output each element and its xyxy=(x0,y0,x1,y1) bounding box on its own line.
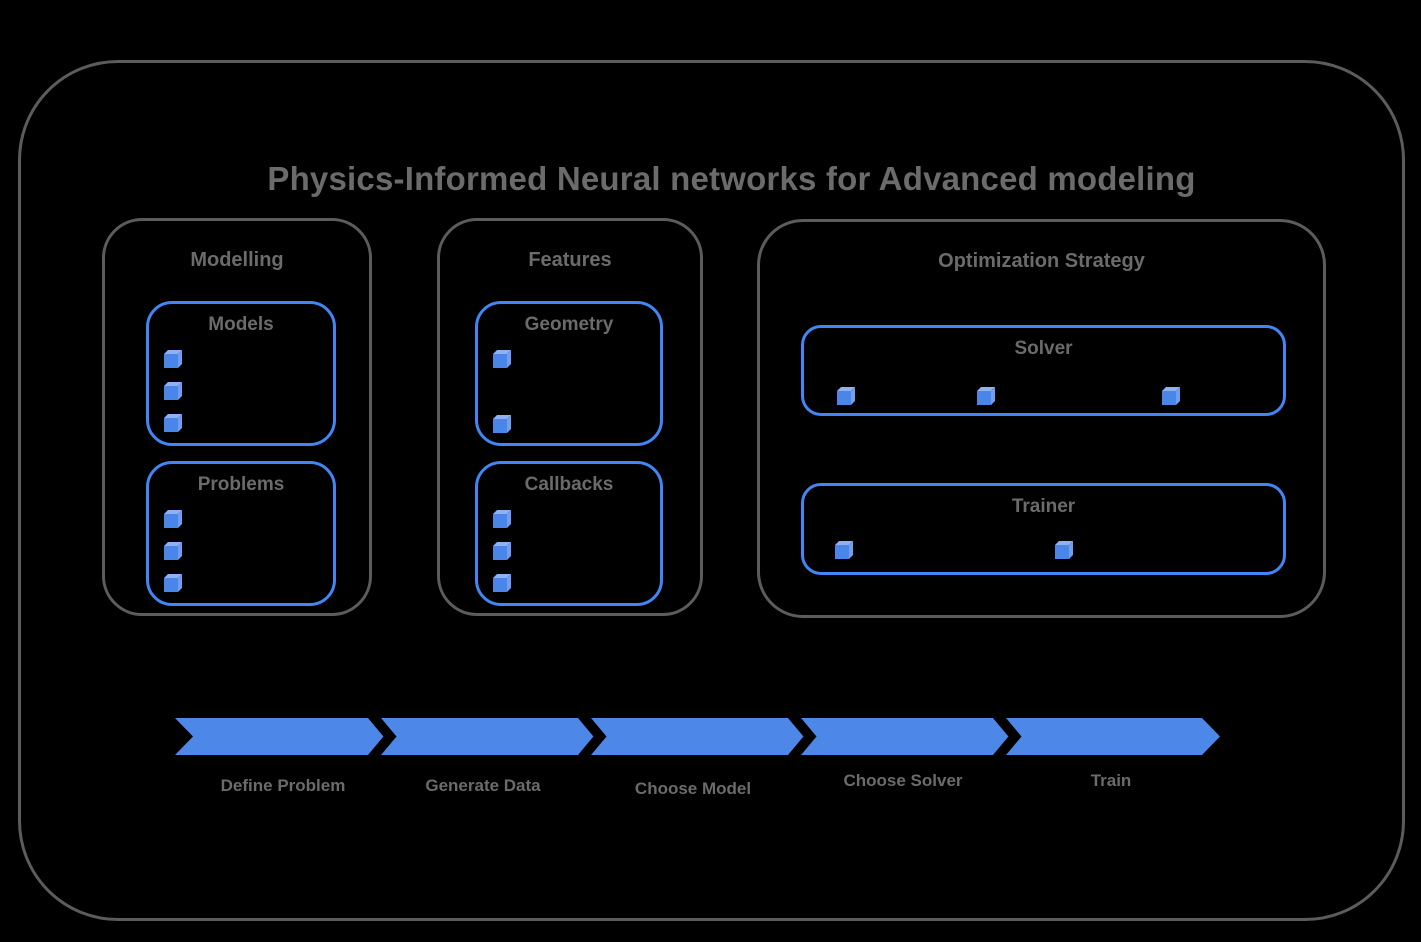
section-features: Features Geometry Callbacks xyxy=(437,218,703,616)
cube-icon xyxy=(164,542,182,560)
group-trainer-title: Trainer xyxy=(1011,496,1076,517)
bullet-list xyxy=(164,350,182,432)
pipeline-step-generate-data: Generate Data xyxy=(425,776,541,795)
cube-icon xyxy=(977,387,995,405)
chevron-separator-icon xyxy=(578,718,607,755)
cube-icon xyxy=(493,574,511,592)
pipeline-arrow-ribbon xyxy=(175,718,1220,755)
group-geometry: Geometry xyxy=(475,301,663,446)
cube-icon xyxy=(837,387,855,405)
cube-icon xyxy=(1055,541,1073,559)
group-models-title: Models xyxy=(208,314,274,335)
section-features-title: Features xyxy=(528,249,612,271)
cube-icon xyxy=(164,350,182,368)
cube-icon xyxy=(493,542,511,560)
chevron-separator-icon xyxy=(368,718,397,755)
section-modelling-title: Modelling xyxy=(190,249,284,271)
group-callbacks: Callbacks xyxy=(475,461,663,606)
bullet-list xyxy=(804,486,1283,572)
diagram-outer-frame: Physics-Informed Neural networks for Adv… xyxy=(18,60,1405,921)
group-solver-title: Solver xyxy=(1014,338,1073,359)
group-callbacks-title: Callbacks xyxy=(524,474,614,495)
section-optimization-strategy: Optimization Strategy Solver Trainer xyxy=(757,219,1326,618)
bullet-list xyxy=(164,510,182,592)
bullet-list xyxy=(804,328,1283,413)
pipeline-step-train: Train xyxy=(1090,771,1132,790)
chevron-separator-icon xyxy=(788,718,817,755)
group-geometry-title: Geometry xyxy=(524,314,614,335)
cube-icon xyxy=(493,510,511,528)
cube-icon xyxy=(164,574,182,592)
pipeline-step-choose-solver: Choose Solver xyxy=(843,771,963,790)
cube-icon xyxy=(835,541,853,559)
cube-icon xyxy=(493,350,511,368)
pipeline-step-define-problem: Define Problem xyxy=(220,776,346,795)
cube-icon xyxy=(164,414,182,432)
arrow-ribbon-shape xyxy=(175,718,1220,755)
cube-icon xyxy=(1162,387,1180,405)
group-problems: Problems xyxy=(146,461,336,606)
bullet-list xyxy=(493,350,511,433)
group-solver: Solver xyxy=(801,325,1286,416)
cube-icon xyxy=(164,382,182,400)
cube-icon xyxy=(164,510,182,528)
diagram-title: Physics-Informed Neural networks for Adv… xyxy=(267,160,1196,197)
section-optimization-title: Optimization Strategy xyxy=(938,250,1145,272)
group-models: Models xyxy=(146,301,336,446)
chevron-separator-icon xyxy=(993,718,1022,755)
group-trainer: Trainer xyxy=(801,483,1286,575)
cube-icon xyxy=(493,415,511,433)
group-problems-title: Problems xyxy=(197,474,285,495)
section-modelling: Modelling Models Problems xyxy=(102,218,372,616)
pipeline-step-choose-model: Choose Model xyxy=(634,779,752,798)
bullet-list xyxy=(493,510,511,592)
